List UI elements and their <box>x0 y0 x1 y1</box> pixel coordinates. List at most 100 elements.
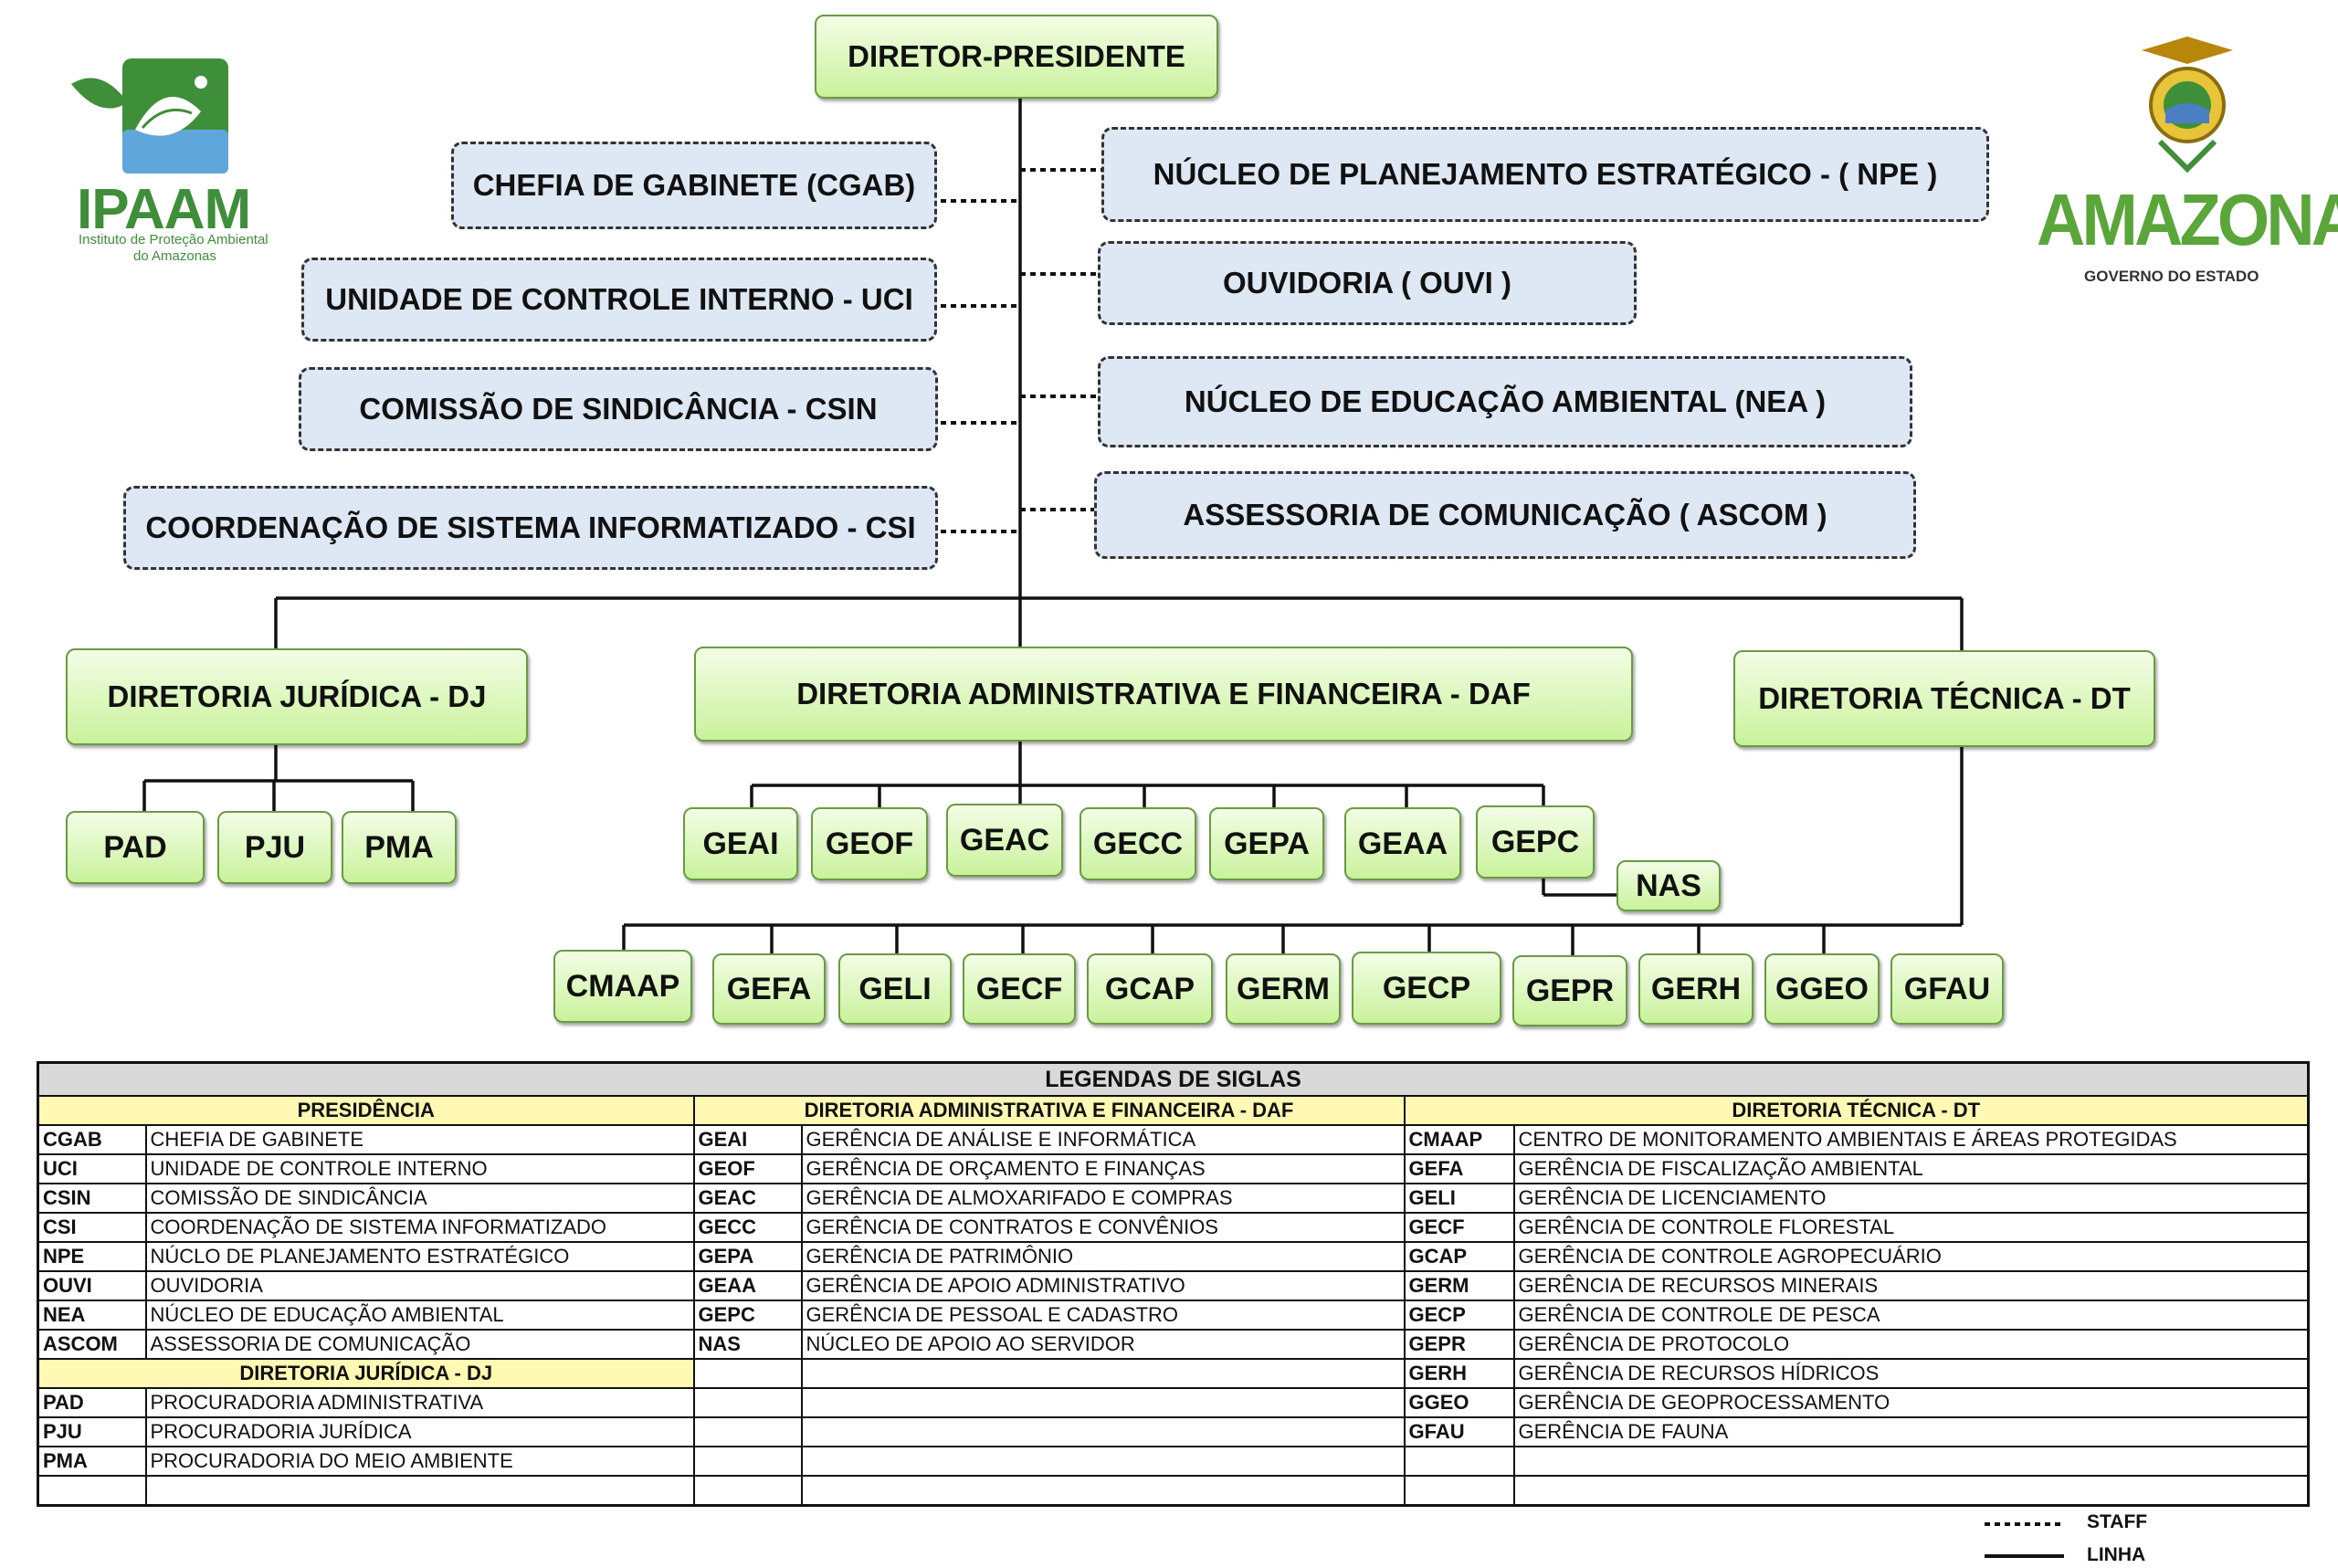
legend-code: NEA <box>37 1300 147 1331</box>
unit-pma: PMA <box>342 811 457 884</box>
staff-box-csin: COMISSÃO DE SINDICÂNCIA - CSIN <box>299 367 938 451</box>
legend-row <box>37 1475 2310 1507</box>
directorate-dt-box: DIRETORIA TÉCNICA - DT <box>1733 650 2155 747</box>
legend-title: LEGENDAS DE SIGLAS <box>37 1061 2310 1097</box>
unit-gefa: GEFA <box>712 953 826 1025</box>
legend-empty-cell <box>1403 1475 1515 1507</box>
legend-code: GEPA <box>692 1241 803 1272</box>
legend-code: GEAC <box>692 1183 803 1214</box>
legend-table: LEGENDAS DE SIGLAS PRESIDÊNCIA DIRETORIA… <box>37 1061 2311 1507</box>
legend-desc: UNIDADE DE CONTROLE INTERNO <box>144 1153 695 1184</box>
unit-nas: NAS <box>1617 860 1721 911</box>
legend-desc: CENTRO DE MONITORAMENTO AMBIENTAIS E ÁRE… <box>1512 1124 2310 1155</box>
legend-code: GELI <box>1403 1183 1515 1214</box>
key-staff-label: STAFF <box>2087 1511 2148 1532</box>
legend-header-row: PRESIDÊNCIA DIRETORIA ADMINISTRATIVA E F… <box>37 1095 2310 1126</box>
legend-desc: GERÊNCIA DE LICENCIAMENTO <box>1512 1183 2310 1214</box>
key-linha-label: LINHA <box>2087 1544 2146 1565</box>
unit-gecf: GECF <box>963 953 1076 1025</box>
legend-desc: GERÊNCIA DE CONTRATOS E CONVÊNIOS <box>800 1212 1406 1243</box>
ipaam-name: IPAAM <box>77 178 251 241</box>
ipaam-logo: IPAAM Instituto de Proteção Ambiental do… <box>64 57 283 267</box>
legend-empty-cell <box>692 1387 803 1418</box>
solid-lines <box>142 99 1964 958</box>
legend-desc: PROCURADORIA ADMINISTRATIVA <box>144 1387 695 1418</box>
director-president-box: DIRETOR-PRESIDENTE <box>815 15 1218 99</box>
legend-code: NAS <box>692 1329 803 1360</box>
staff-dotted-lines <box>941 168 1103 533</box>
legend-desc: GERÊNCIA DE CONTROLE AGROPECUÁRIO <box>1512 1241 2310 1272</box>
staff-box-ascom: ASSESSORIA DE COMUNICAÇÃO ( ASCOM ) <box>1094 471 1916 559</box>
amazonas-name: AMAZONAS <box>2037 179 2338 260</box>
unit-gepc: GEPC <box>1476 805 1595 879</box>
ipaam-subtitle-2: do Amazonas <box>133 248 216 264</box>
unit-geac: GEAC <box>946 804 1063 877</box>
legend-code: GEPR <box>1403 1329 1515 1360</box>
staff-box-ouvi: OUVIDORIA ( OUVI ) <box>1098 241 1637 325</box>
unit-gecc: GECC <box>1079 807 1196 880</box>
legend-empty-cell <box>692 1475 803 1507</box>
legend-header-dt: DIRETORIA TÉCNICA - DT <box>1403 1095 2310 1126</box>
legend-code: GEAI <box>692 1124 803 1155</box>
legend-empty-cell <box>144 1475 695 1507</box>
unit-gerh: GERH <box>1638 953 1754 1025</box>
legend-desc: CHEFIA DE GABINETE <box>144 1124 695 1155</box>
legend-desc: ASSESSORIA DE COMUNICAÇÃO <box>144 1329 695 1360</box>
legend-empty-cell <box>1512 1475 2310 1507</box>
legend-code: CSIN <box>37 1183 147 1214</box>
legend-code: ASCOM <box>37 1329 147 1360</box>
directorate-dj-box: DIRETORIA JURÍDICA - DJ <box>66 648 528 745</box>
unit-ggeo: GGEO <box>1764 953 1880 1025</box>
unit-geli: GELI <box>838 953 952 1025</box>
fish-leaf-emblem-icon <box>71 58 228 174</box>
unit-gfau: GFAU <box>1890 953 2004 1025</box>
directorate-daf-box: DIRETORIA ADMINISTRATIVA E FINANCEIRA - … <box>694 647 1633 742</box>
legend-empty-cell <box>692 1358 803 1389</box>
legend-header-presidencia: PRESIDÊNCIA <box>37 1095 695 1126</box>
legend-empty-cell <box>37 1475 147 1507</box>
legend-code: CMAAP <box>1403 1124 1515 1155</box>
unit-geof: GEOF <box>811 807 928 880</box>
legend-desc: NÚCLO DE PLANEJAMENTO ESTRATÉGICO <box>144 1241 695 1272</box>
legend-code: PJU <box>37 1416 147 1447</box>
legend-code: UCI <box>37 1153 147 1184</box>
legend-empty-cell <box>800 1387 1406 1418</box>
legend-desc: NÚCLEO DE APOIO AO SERVIDOR <box>800 1329 1406 1360</box>
staff-box-npe: NÚCLEO DE PLANEJAMENTO ESTRATÉGICO - ( N… <box>1101 127 1989 222</box>
unit-cmaap: CMAAP <box>553 950 692 1023</box>
legend-code: GECP <box>1403 1300 1515 1331</box>
legend-desc: GERÊNCIA DE FAUNA <box>1512 1416 2310 1447</box>
legend-empty-cell <box>1512 1446 2310 1477</box>
legend-desc: OUVIDORIA <box>144 1270 695 1301</box>
legend-code: PMA <box>37 1446 147 1477</box>
legend-desc: COMISSÃO DE SINDICÂNCIA <box>144 1183 695 1214</box>
ipaam-subtitle-1: Instituto de Proteção Ambiental <box>79 232 269 247</box>
legend-desc: GERÊNCIA DE GEOPROCESSAMENTO <box>1512 1387 2310 1418</box>
staff-box-nea: NÚCLEO DE EDUCAÇÃO AMBIENTAL (NEA ) <box>1098 356 1912 447</box>
legend-desc: GERÊNCIA DE CONTROLE FLORESTAL <box>1512 1212 2310 1243</box>
legend-desc: COORDENAÇÃO DE SISTEMA INFORMATIZADO <box>144 1212 695 1243</box>
legend-code: GECF <box>1403 1212 1515 1243</box>
legend-desc: GERÊNCIA DE PATRIMÔNIO <box>800 1241 1406 1272</box>
unit-gecp: GECP <box>1352 952 1501 1025</box>
legend-code: GEFA <box>1403 1153 1515 1184</box>
unit-geai: GEAI <box>683 807 798 880</box>
legend-empty-cell <box>800 1416 1406 1447</box>
unit-gepa: GEPA <box>1209 807 1324 880</box>
legend-empty-cell <box>800 1446 1406 1477</box>
legend-header-daf: DIRETORIA ADMINISTRATIVA E FINANCEIRA - … <box>692 1095 1406 1126</box>
legend-code: GEAA <box>692 1270 803 1301</box>
legend-code: PAD <box>37 1387 147 1418</box>
legend-code: CSI <box>37 1212 147 1243</box>
